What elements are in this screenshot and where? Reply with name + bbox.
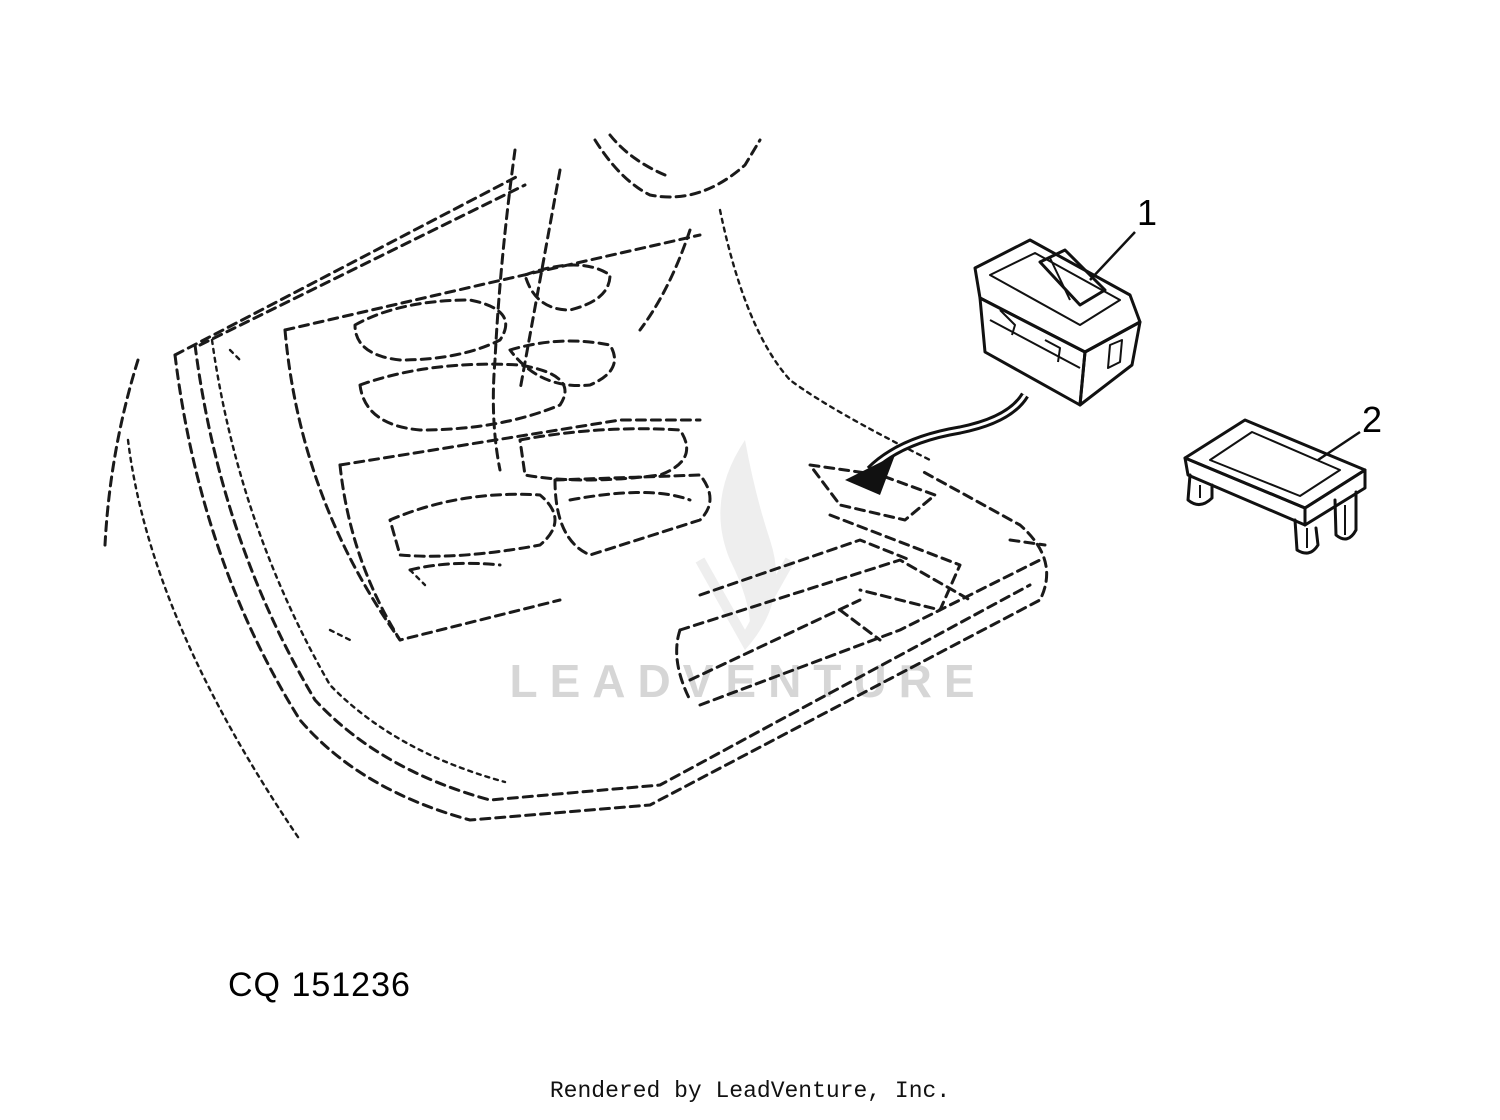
callout-2: 2	[1317, 399, 1382, 462]
tractor-phantom-outline	[103, 133, 1049, 842]
part-1-rocker-switch[interactable]	[973, 238, 1142, 407]
callout-2-label: 2	[1362, 399, 1382, 440]
watermark-text: LEADVENTURE	[509, 655, 986, 707]
figure-code: CQ 151236	[228, 966, 411, 1004]
callout-1: 1	[1089, 192, 1157, 281]
watermark-logo-icon	[695, 440, 795, 651]
footer-credit: Rendered by LeadVenture, Inc.	[549, 1078, 951, 1104]
callout-1-label: 1	[1137, 192, 1157, 233]
install-arrow-icon	[845, 392, 1029, 495]
part-2-switch-cover[interactable]	[1183, 418, 1367, 555]
watermark: LEADVENTURE	[509, 440, 986, 707]
